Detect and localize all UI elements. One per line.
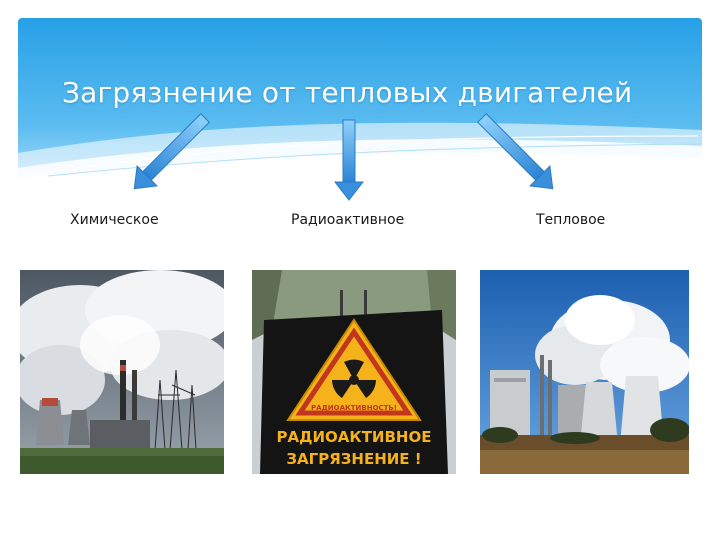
banner-background <box>18 18 702 198</box>
sign-line-2: ЗАГРЯЗНЕНИЕ ! <box>286 450 421 468</box>
sign-line-1: РАДИОАКТИВНОЕ <box>277 428 432 446</box>
category-label-thermal: Тепловое <box>536 212 606 228</box>
arrow-right-icon <box>477 113 554 190</box>
slide-title: Загрязнение от тепловых двигателей <box>62 76 633 109</box>
arrow-center-icon <box>333 119 365 201</box>
sign-small-text: РАДИОАКТИВНОСТЬ! <box>311 404 397 412</box>
arrow-left-icon <box>133 113 210 190</box>
category-label-radioactive: Радиоактивное <box>291 212 405 228</box>
category-label-chemical: Химическое <box>70 212 159 228</box>
photo-thermal-power-plant <box>480 270 689 474</box>
title-banner: Загрязнение от тепловых двигателей <box>18 18 702 198</box>
photo-radioactive-sign: РАДИОАКТИВНОСТЬ! РАДИОАКТИВНОЕ ЗАГРЯЗНЕН… <box>252 270 456 474</box>
radiation-warning-icon <box>286 318 422 421</box>
photo-chemical-plant <box>20 270 224 474</box>
